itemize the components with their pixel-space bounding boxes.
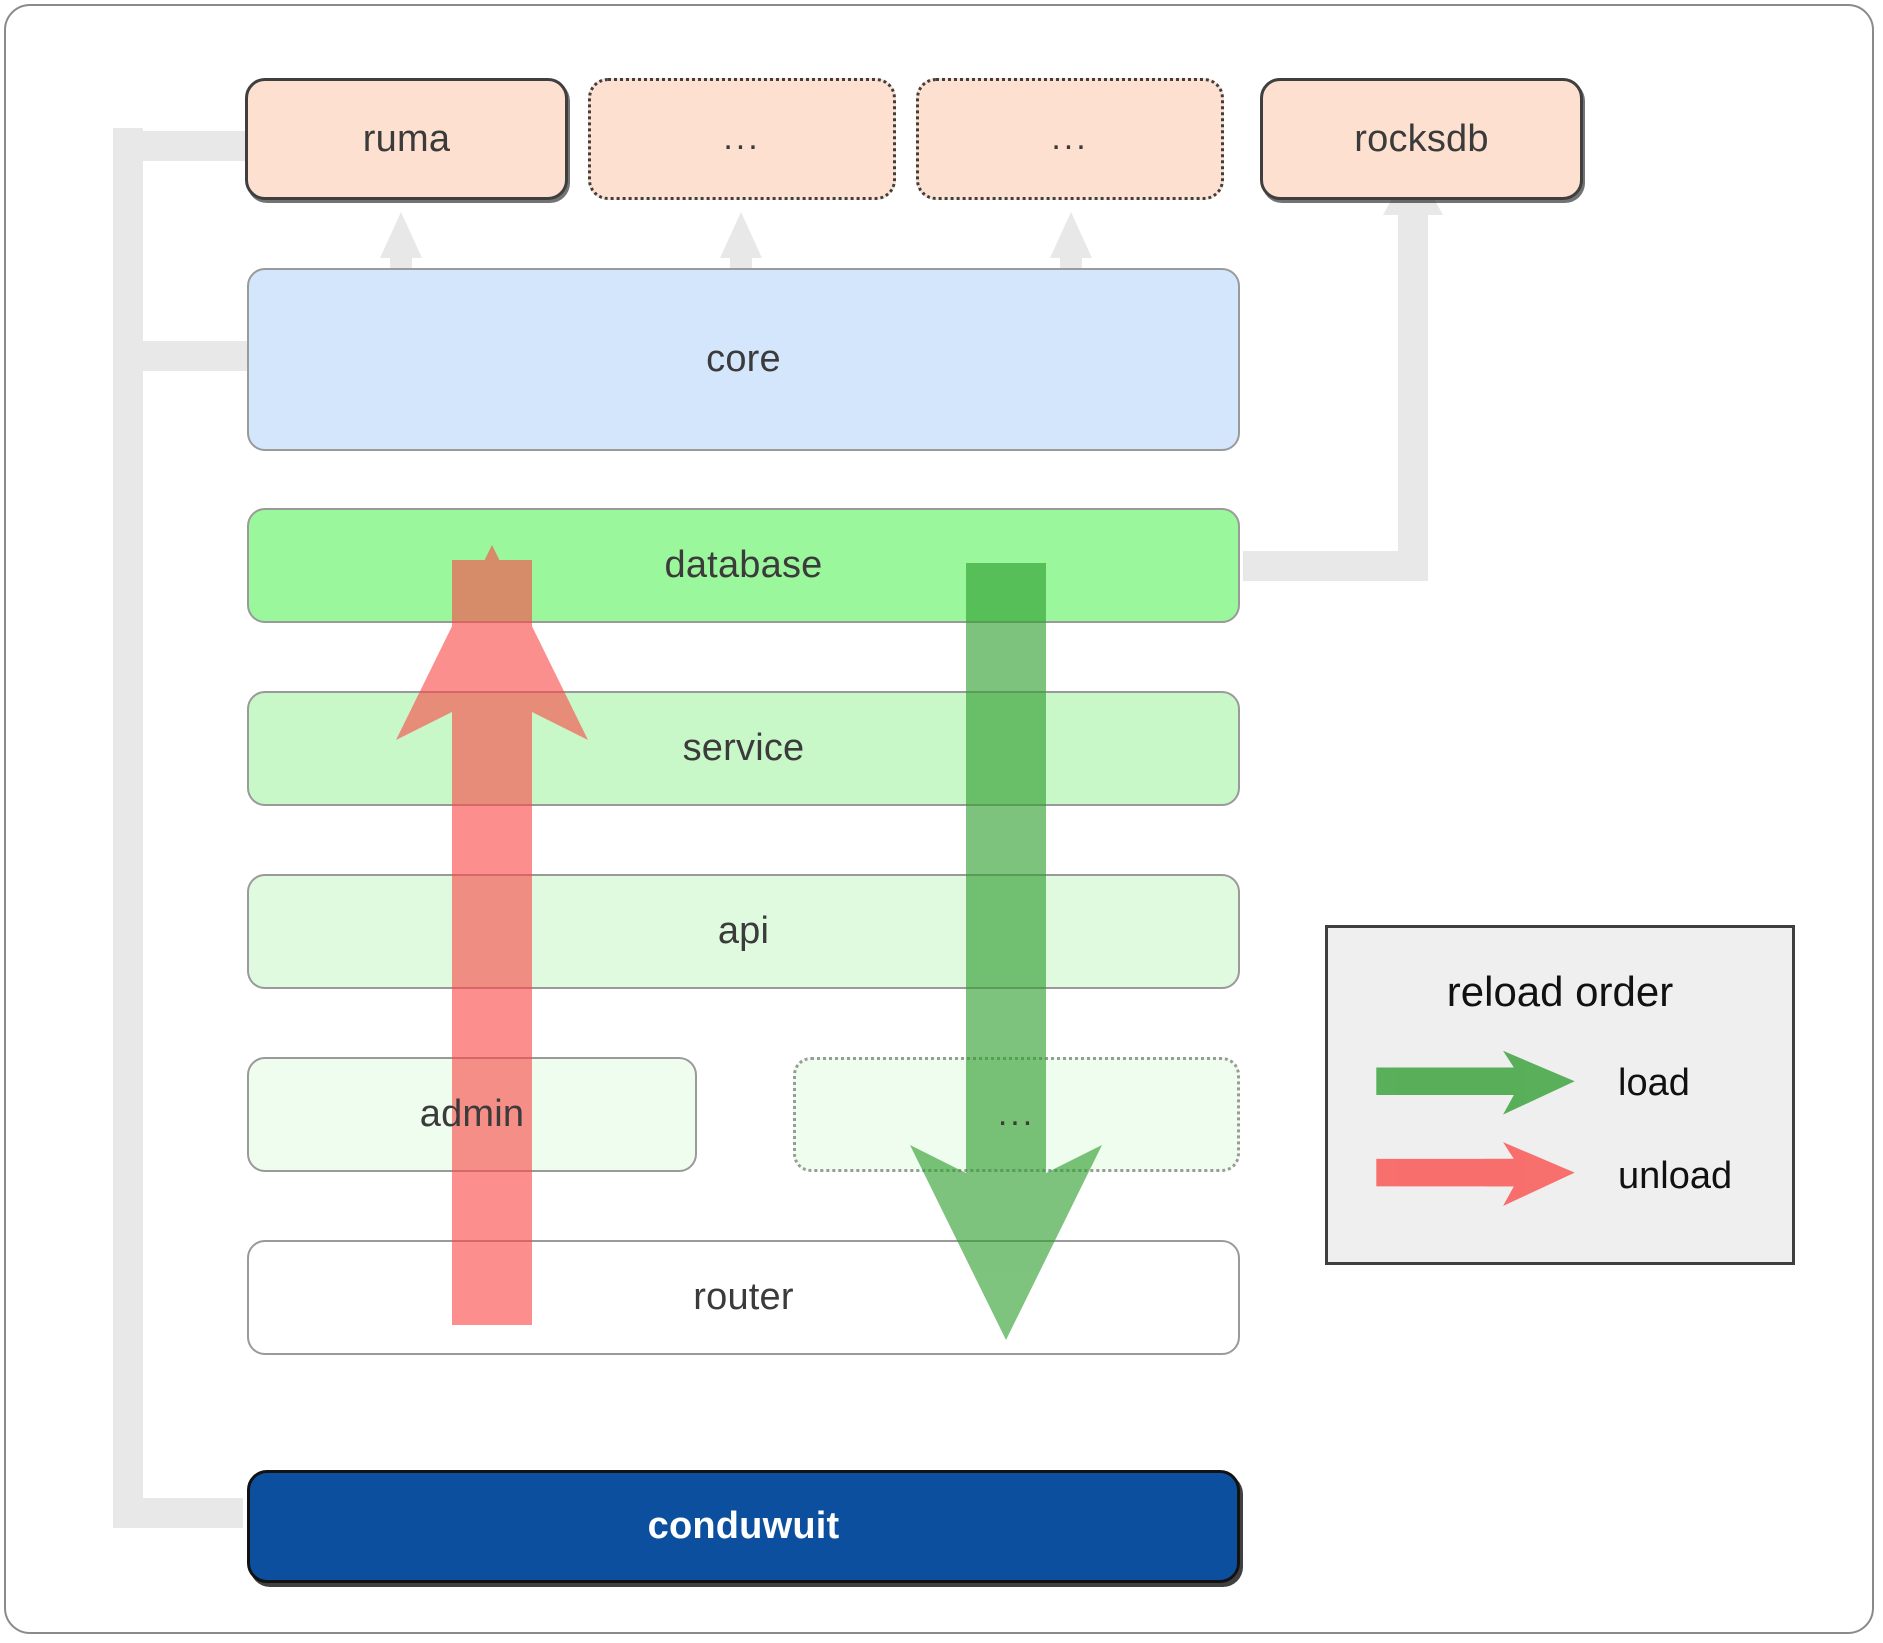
layer-box-service[interactable]: service [247,691,1240,806]
layer-box-router[interactable]: router [247,1240,1240,1355]
layer-label-api: api [717,910,770,952]
layer-box-api[interactable]: api [247,874,1240,989]
dependency-box-placeholder-2[interactable]: ... [916,78,1224,200]
dependency-box-placeholder-1[interactable]: ... [588,78,896,200]
layer-label-service: service [682,727,805,769]
dependency-label-rocksdb: rocksdb [1354,117,1489,160]
dependency-label-placeholder-2: ... [1051,119,1089,158]
application-box-conduwuit[interactable]: conduwuit [247,1470,1240,1583]
legend-panel: reload order load unload [1325,925,1795,1265]
legend-label-load: load [1618,1062,1690,1104]
legend-label-unload: unload [1618,1155,1733,1197]
diagram-frame [4,4,1874,1634]
legend-title: reload order [1446,968,1674,1015]
layer-box-database[interactable]: database [247,508,1240,623]
dependency-box-rocksdb[interactable]: rocksdb [1260,78,1583,200]
dependency-label-placeholder-1: ... [723,119,761,158]
layer-box-core[interactable]: core [247,268,1240,451]
layer-box-placeholder[interactable]: ... [793,1057,1240,1172]
layer-label-placeholder: ... [997,1094,1036,1133]
layer-label-core: core [706,338,781,380]
unload-arrow-icon [1376,1142,1575,1207]
dependency-box-ruma[interactable]: ruma [245,78,568,200]
layer-label-database: database [664,544,823,586]
dependency-label-ruma: ruma [362,117,451,160]
layer-box-admin[interactable]: admin [247,1057,697,1172]
load-arrow-icon [1376,1050,1575,1115]
application-label-conduwuit: conduwuit [647,1505,840,1547]
layer-label-admin: admin [419,1093,525,1135]
layer-label-router: router [693,1276,794,1318]
